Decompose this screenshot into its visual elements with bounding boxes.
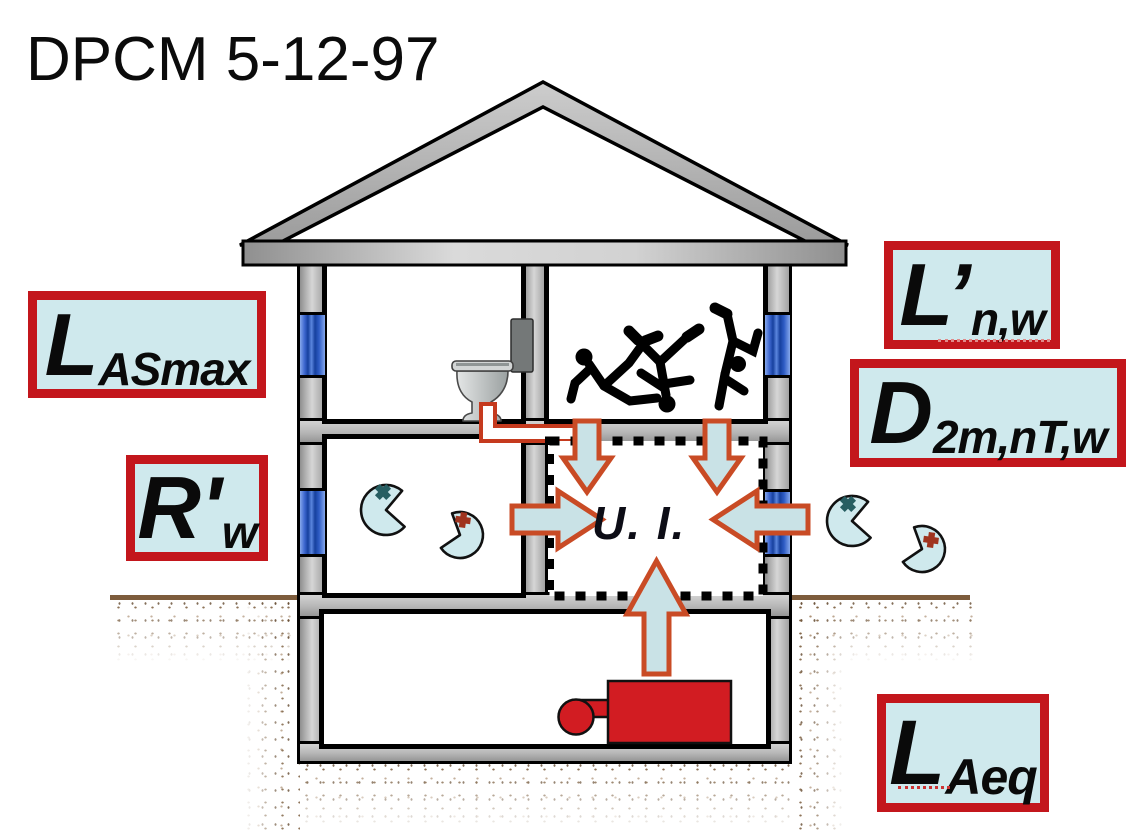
label-laeq-sub: Aeq bbox=[945, 749, 1037, 805]
soil-texture-bottom bbox=[298, 763, 792, 832]
facade-window-band-left-lower bbox=[300, 488, 325, 557]
label-laeq-base: L bbox=[889, 702, 946, 804]
facade-window-band-right-lower bbox=[765, 489, 790, 557]
room-basement bbox=[319, 609, 771, 749]
noise-arrow-icon-right bbox=[708, 486, 811, 553]
label-rw-sub: w bbox=[221, 506, 258, 558]
soil-texture-left-wall bbox=[240, 601, 300, 832]
page-title: DPCM 5-12-97 bbox=[26, 25, 440, 94]
spellcheck-underline-laeq bbox=[898, 785, 950, 789]
facade-window-band-left-upper bbox=[300, 312, 325, 378]
label-lasmax-sub: ASmax bbox=[98, 342, 250, 395]
noise-source-icon-right-small bbox=[901, 524, 947, 574]
room-dance bbox=[544, 256, 768, 424]
label-lnw-sub: n,w bbox=[971, 293, 1046, 345]
label-d2m-sub: 2m,nT,w bbox=[932, 411, 1108, 463]
cross-x-mark-right bbox=[839, 495, 857, 513]
soil-texture-right-wall bbox=[792, 601, 848, 832]
label-rw-base: R' bbox=[137, 458, 222, 557]
ground-line-left bbox=[110, 595, 300, 600]
label-rw: R'w bbox=[126, 455, 268, 561]
label-d2m-base: D bbox=[869, 363, 933, 462]
plus-mark-right bbox=[923, 532, 939, 548]
label-lnw-base: L’ bbox=[899, 245, 971, 344]
noise-source-icon-right-big bbox=[825, 494, 872, 548]
label-lasmax-base: L bbox=[44, 294, 99, 394]
protected-unit-label: U. I. bbox=[592, 497, 687, 549]
roof bbox=[239, 80, 849, 267]
room-bathroom bbox=[322, 256, 526, 424]
facade-window-band-right-upper bbox=[765, 312, 790, 378]
room-neighbour bbox=[322, 434, 526, 598]
label-lnw: L’n,w bbox=[884, 241, 1060, 349]
spellcheck-underline-lnw bbox=[938, 338, 1050, 342]
ground-line-right bbox=[792, 595, 970, 600]
